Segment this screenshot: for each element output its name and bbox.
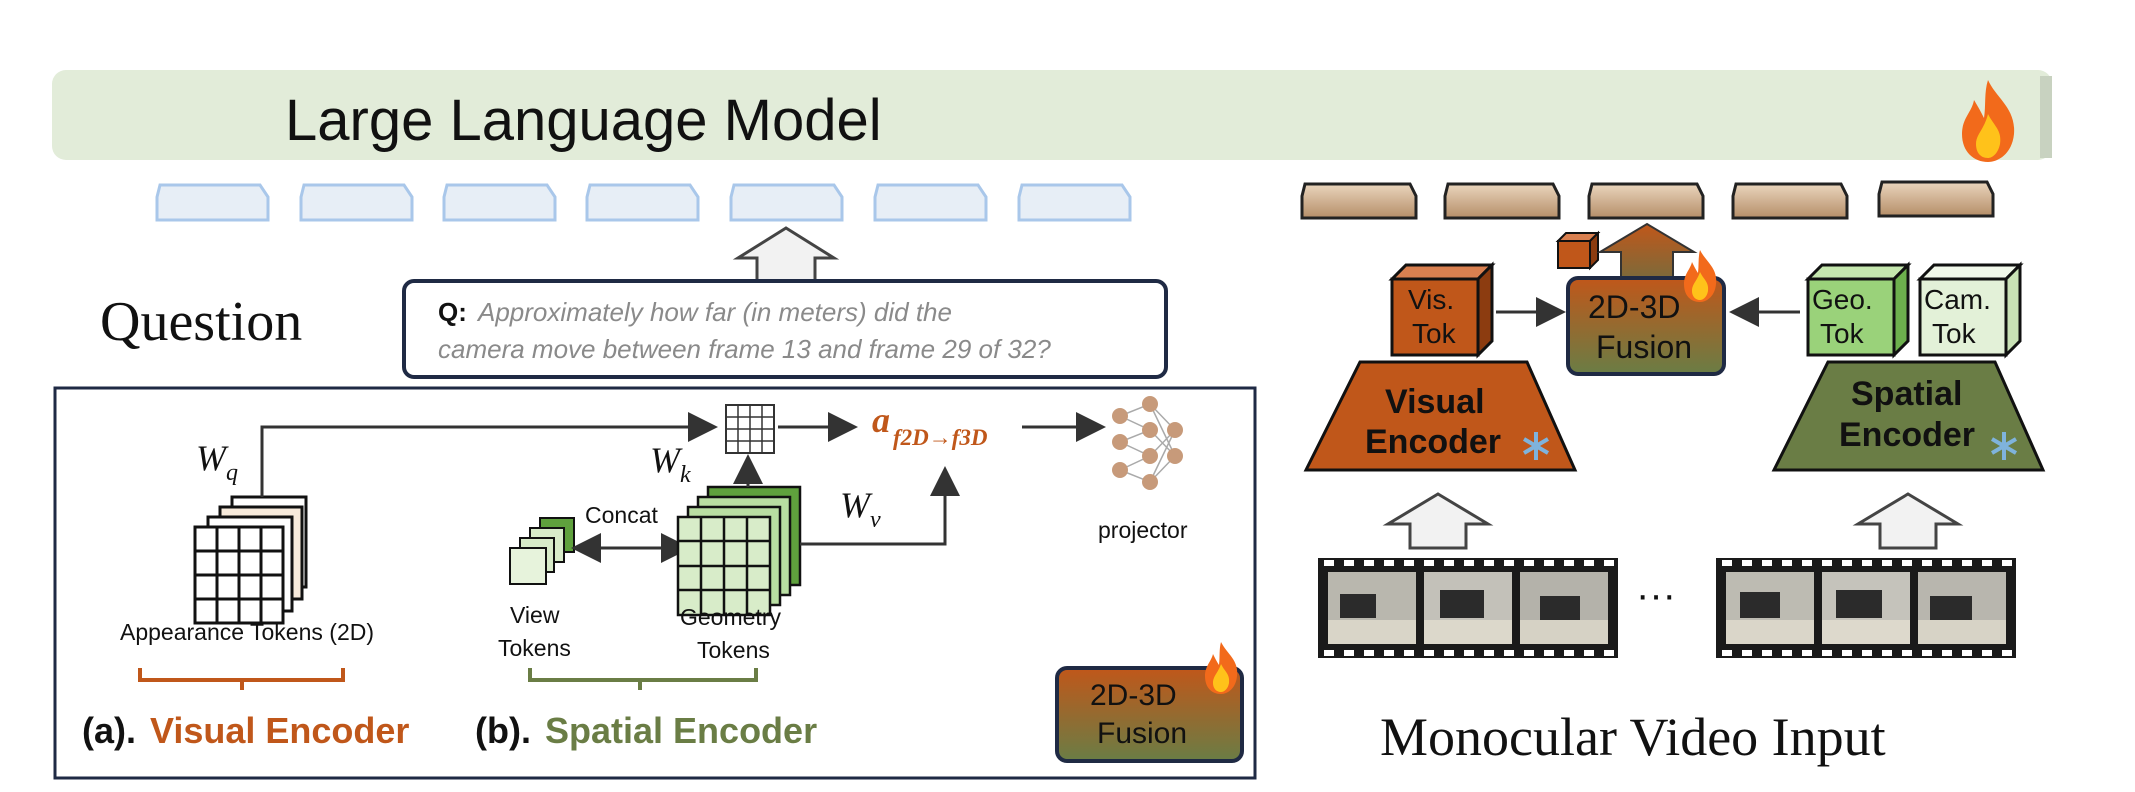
svg-text:(a).: (a). xyxy=(82,710,136,751)
spatial-encoder-caption: (b). Spatial Encoder xyxy=(475,710,817,751)
question-token xyxy=(873,183,988,222)
question-heading: Question xyxy=(100,291,302,353)
question-tokens xyxy=(155,183,1132,222)
view-tokens-label-1: View xyxy=(510,602,560,628)
fused-token-cube xyxy=(1555,230,1601,271)
llm-title: Large Language Model xyxy=(285,88,882,153)
fusion-box-pipeline: 2D-3D Fusion xyxy=(1566,250,1726,376)
video-token xyxy=(1731,182,1849,220)
wk-label: W k xyxy=(650,440,691,488)
view-tokens-label-2: Tokens xyxy=(498,635,571,661)
svg-text:v: v xyxy=(870,507,881,533)
up-arrow xyxy=(732,226,840,284)
appearance-tokens-label: Appearance Tokens (2D) xyxy=(120,619,374,645)
svg-text:Vis.: Vis. xyxy=(1408,284,1454,315)
video-caption: Monocular Video Input xyxy=(1380,707,1886,767)
spatial-encoder-block: Spatial Encoder xyxy=(1771,360,2046,472)
svg-text:2D-3D: 2D-3D xyxy=(1090,679,1177,712)
svg-text:k: k xyxy=(680,462,691,488)
question-token xyxy=(442,183,557,222)
question-token xyxy=(585,183,700,222)
attention-grid xyxy=(725,404,775,454)
svg-text:W: W xyxy=(650,440,683,480)
fusion-box-legend: 2D-3D Fusion xyxy=(1055,642,1244,763)
view-token-cubes xyxy=(509,517,575,585)
appearance-token-grid xyxy=(193,495,308,625)
projector-network xyxy=(1112,396,1183,490)
svg-text:q: q xyxy=(226,460,238,486)
attention-formula: a f2D→f3D xyxy=(872,400,988,450)
svg-text:Tok: Tok xyxy=(1932,318,1977,349)
fire-icon xyxy=(1684,250,1717,302)
svg-text:Encoder: Encoder xyxy=(1839,416,1975,454)
video-frames-end xyxy=(1716,558,2016,658)
up-arrow xyxy=(1852,492,1964,550)
visual-encoder-brace xyxy=(138,668,345,690)
geometry-tokens-label-2: Tokens xyxy=(697,637,770,663)
video-frames-start xyxy=(1318,558,1618,658)
svg-text:W: W xyxy=(196,438,229,478)
question-prefix: Q: xyxy=(438,297,467,327)
llm-bar: Large Language Model xyxy=(52,70,2052,162)
svg-text:Geo.: Geo. xyxy=(1812,284,1873,315)
visual-encoder-caption: (a). Visual Encoder xyxy=(82,710,409,751)
question-token xyxy=(1017,183,1132,222)
svg-text:a: a xyxy=(872,400,890,440)
geometry-tokens-label-1: Geometry xyxy=(680,604,781,630)
svg-text:Tok: Tok xyxy=(1412,318,1457,349)
svg-text:f2D→f3D: f2D→f3D xyxy=(893,425,988,450)
fire-icon xyxy=(1962,80,2015,162)
question-token xyxy=(155,183,270,222)
svg-text:Spatial Encoder: Spatial Encoder xyxy=(545,710,817,751)
fusion-up-arrow xyxy=(1596,222,1698,279)
svg-text:Tok: Tok xyxy=(1820,318,1865,349)
svg-text:Visual: Visual xyxy=(1385,383,1485,421)
geometry-token-grid xyxy=(676,485,802,617)
projector-label: projector xyxy=(1098,517,1188,543)
svg-text:W: W xyxy=(840,485,873,525)
spatial-encoder-brace xyxy=(528,668,758,690)
snowflake-icon xyxy=(1990,432,2018,460)
vis-tok-cube: Vis. Tok xyxy=(1388,261,1496,359)
question-line-2: camera move between frame 13 and frame 2… xyxy=(438,334,1051,364)
up-arrow xyxy=(1382,492,1494,550)
video-token xyxy=(1877,180,1995,218)
video-tokens xyxy=(1300,180,1995,220)
question-box: Q: Approximately how far (in meters) did… xyxy=(402,279,1168,379)
svg-text:Cam.: Cam. xyxy=(1924,284,1991,315)
svg-text:2D-3D: 2D-3D xyxy=(1588,289,1680,325)
question-line-1: Approximately how far (in meters) did th… xyxy=(476,297,952,327)
video-token xyxy=(1587,182,1705,220)
video-token xyxy=(1443,182,1561,220)
question-token xyxy=(729,183,844,222)
svg-text:(b).: (b). xyxy=(475,710,531,751)
question-token xyxy=(299,183,414,222)
svg-text:Visual Encoder: Visual Encoder xyxy=(150,710,409,751)
svg-text:Encoder: Encoder xyxy=(1365,423,1501,461)
svg-text:Fusion: Fusion xyxy=(1097,717,1187,750)
snowflake-icon xyxy=(1522,432,1550,460)
visual-encoder-block: Visual Encoder xyxy=(1303,360,1578,472)
video-token xyxy=(1300,182,1418,220)
cam-tok-cube: Cam. Tok xyxy=(1916,261,2024,359)
fusion-detail-panel: W q Appearance Tokens (2D) a f2D→f3D xyxy=(53,386,1257,780)
concat-label: Concat xyxy=(585,502,658,528)
geo-tok-cube: Geo. Tok xyxy=(1804,261,1912,359)
wv-label: W v xyxy=(840,485,881,533)
video-ellipsis: ··· xyxy=(1636,573,1676,617)
svg-text:Fusion: Fusion xyxy=(1596,329,1692,365)
svg-text:Spatial: Spatial xyxy=(1851,375,1962,413)
wq-label: W q xyxy=(196,438,238,486)
fire-icon xyxy=(1205,642,1238,694)
